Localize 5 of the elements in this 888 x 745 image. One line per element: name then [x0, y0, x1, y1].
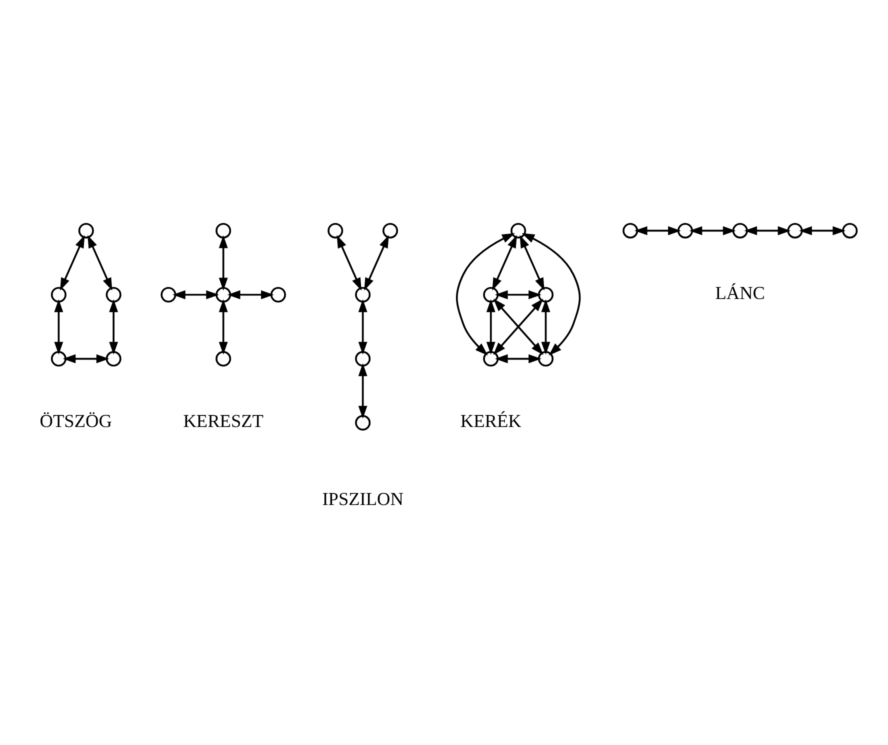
label: LÁNC [715, 283, 766, 304]
label: KERÉK [460, 411, 522, 432]
label: ÖTSZÖG [40, 411, 112, 432]
label: IPSZILON [322, 488, 404, 509]
label: KERESZT [183, 411, 264, 432]
